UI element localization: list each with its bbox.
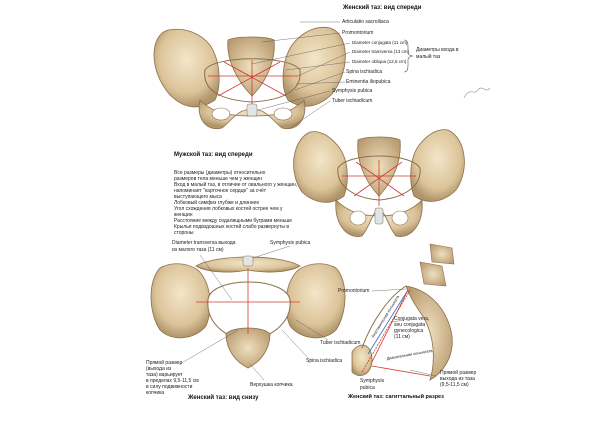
male-note-line: Все размеры (диаметры) относительно — [174, 170, 266, 176]
label-promontorium-front: Promontorium — [342, 30, 374, 36]
sagittal-straight-line: выхода из таза — [440, 376, 475, 382]
conjugata-line: seu conjugata — [394, 322, 426, 328]
label-spina-front: Spina ischiadica — [346, 69, 383, 75]
label-apex-coccyx: Верхушка копчика — [250, 382, 293, 388]
label-tuber-front: Tuber ischiadicum — [332, 98, 373, 104]
label-spina-below: Spina ischiadica — [306, 358, 343, 364]
signature-mark — [463, 87, 491, 99]
male-note-line: напоминает "карточное сердце" за счёт — [174, 188, 267, 194]
label-symphysis-sag-2: pubica — [360, 385, 375, 391]
male-note-line: Вход в малый таз, в отличие от овального… — [174, 182, 298, 188]
title-male-front: Мужской таз: вид спереди — [174, 152, 253, 158]
straight-outlet-line: копчика — [146, 390, 165, 396]
conjugata-line: (11 см) — [394, 334, 410, 340]
straight-outlet-line: (выхода из — [146, 366, 172, 372]
label-diam-trans-outlet-2: из малого таза (11 см) — [172, 247, 224, 253]
label-symphysis-below: Symphysis pubica — [270, 240, 311, 246]
conjugata-line: Conjugata vera, — [394, 316, 430, 322]
label-articulatio: Articulatio sacroiliaca — [342, 19, 389, 25]
male-note-line: Угол схождения лобковых костей острее че… — [174, 206, 283, 212]
label-brace-1: Диаметры входа в — [416, 47, 459, 53]
female-pelvis-below — [150, 245, 346, 381]
title-female-below: Женский таз: вид снизу — [188, 395, 259, 401]
male-note-line: выступающего мыса — [174, 194, 222, 200]
label-diam-trans: Diameter transversa (13 cm) — [352, 49, 410, 54]
title-female-sagittal: Женский таз: сагиттальный разрез — [348, 394, 444, 400]
title-female-front: Женский таз: вид спереди — [343, 5, 422, 11]
straight-outlet-line: в пределах 9,5-11,5 см — [146, 378, 199, 384]
sagittal-straight-line: (9,5-11,5 см) — [440, 382, 469, 388]
sagittal-straight-line: Прямой размер — [440, 370, 477, 376]
label-diam-obl: Diameter obliqua (12,5 cm) — [352, 59, 407, 64]
label-tuber-below: Tuber ischiadicum — [320, 340, 361, 346]
label-symphysis-sag-1: Symphysis — [360, 378, 385, 384]
male-note-line: Расстояние между седалищными буграми мен… — [174, 218, 293, 224]
label-diam-conj: Diameter conjugata (11 cm) — [352, 40, 408, 45]
female-pelvis-sagittal — [351, 243, 455, 381]
label-diam-trans-outlet-1: Diameter transversa выхода — [172, 240, 236, 246]
male-note-line: женщин — [174, 212, 193, 218]
label-eminentia: Eminentia iliopubica — [346, 79, 391, 85]
male-note-line: Лобковый симфиз глубже и длиннее — [174, 200, 260, 206]
female-pelvis-front — [153, 21, 414, 130]
conjugata-line: gynecologica — [394, 328, 424, 334]
label-promontorium-sagittal: Promontorium — [338, 288, 370, 294]
male-note-line: стороны — [174, 230, 194, 236]
straight-outlet-line: в силу подвижности — [146, 384, 193, 390]
straight-outlet-line: Прямой размер — [146, 360, 183, 366]
label-brace-2: малый таз — [416, 54, 441, 60]
label-symphysis-front: Symphysis pubica — [332, 88, 373, 94]
straight-outlet-line: таза) варьирует — [146, 372, 183, 378]
male-pelvis-front — [293, 129, 465, 237]
male-note-line: размеров тела меньше чем у женщин — [174, 176, 262, 182]
male-note-line: Крылья подвздошных костей слабо разверну… — [174, 224, 290, 230]
